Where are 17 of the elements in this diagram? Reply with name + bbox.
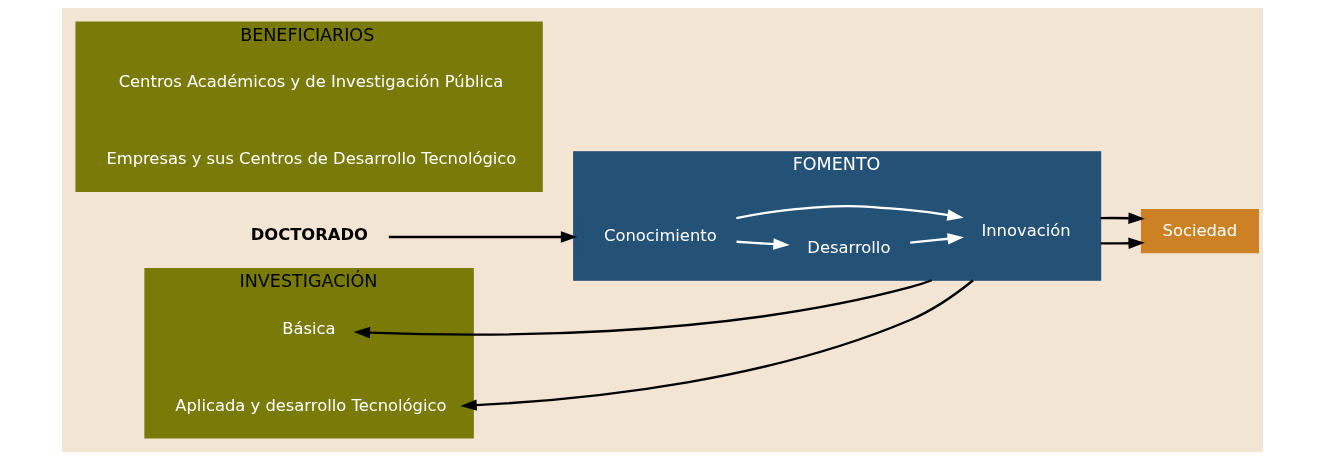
node-text: Innovación bbox=[980, 220, 1071, 240]
node-text: Desarrollo bbox=[806, 238, 890, 258]
arrow bbox=[735, 238, 790, 250]
node-text: Básica bbox=[281, 318, 336, 338]
arrow bbox=[1100, 237, 1145, 249]
node-text: Aplicada y desarrollo Tecnológico bbox=[174, 395, 446, 415]
arrow bbox=[388, 231, 577, 243]
arrow bbox=[1100, 212, 1145, 224]
arrow bbox=[909, 233, 964, 245]
node-text: Centros Académicos y de Investigación Pública bbox=[118, 72, 503, 92]
arrow bbox=[353, 279, 932, 339]
node-text: Conocimiento bbox=[603, 226, 717, 246]
arrow bbox=[735, 204, 964, 221]
arrow bbox=[459, 279, 974, 411]
node-box: Sociedad bbox=[1140, 208, 1259, 254]
node-text: Empresas y sus Centros de Desarrollo Tecnológico bbox=[105, 149, 516, 169]
node-text: DOCTORADO bbox=[250, 225, 368, 245]
